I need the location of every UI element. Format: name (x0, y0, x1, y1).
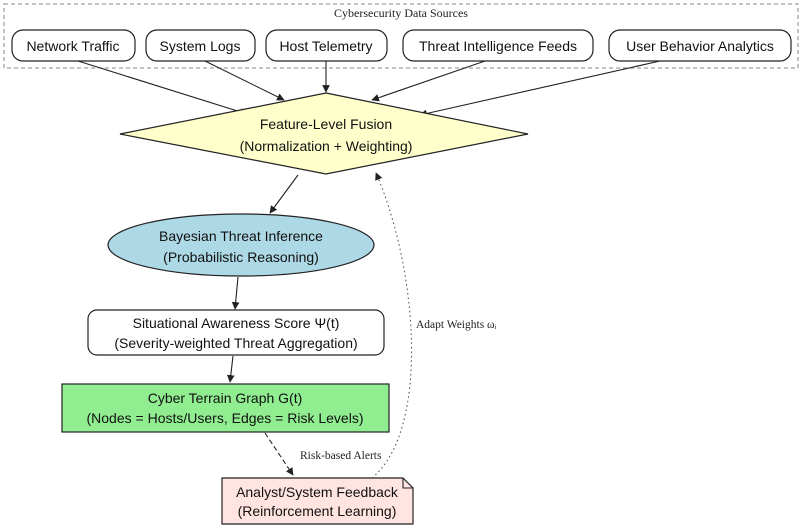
source-label: System Logs (160, 38, 241, 54)
edge-fusion-to-inference (269, 174, 299, 214)
source-node-host-telemetry: Host Telemetry (265, 29, 388, 62)
edge-intel-to-fusion (371, 60, 486, 102)
score-box (87, 309, 385, 356)
inference-title: Bayesian Threat Inference (159, 228, 323, 244)
graph-node: Cyber Terrain Graph G(t) (Nodes = Hosts/… (61, 383, 390, 433)
edge-score-to-graph (226, 355, 235, 383)
feedback-title: Analyst/System Feedback (236, 484, 399, 500)
source-node-system-logs: System Logs (145, 29, 256, 62)
adapt-edge-label: Adapt Weights ωᵢ (416, 319, 497, 331)
fusion-diamond (119, 92, 529, 175)
feedback-node: Analyst/System Feedback (Reinforcement L… (221, 477, 414, 525)
edge-logs-to-fusion (204, 60, 285, 101)
cluster-label: Cybersecurity Data Sources (334, 6, 468, 20)
source-node-threat-intelligence-feeds: Threat Intelligence Feeds (402, 29, 594, 62)
inference-subtitle: (Probabilistic Reasoning) (163, 249, 319, 265)
fusion-subtitle: (Normalization + Weighting) (240, 138, 413, 154)
source-label: Network Traffic (26, 38, 119, 54)
fusion-node: Feature-Level Fusion (Normalization + We… (119, 92, 529, 175)
edge-feedback-to-fusion (371, 172, 413, 479)
source-label: User Behavior Analytics (626, 38, 774, 54)
edge-inference-to-score (231, 276, 240, 310)
inference-ellipse (107, 213, 375, 277)
data-sources-cluster: Cybersecurity Data Sources (3, 3, 799, 69)
graph-box (61, 383, 390, 433)
edge-behavior-to-fusion (419, 60, 661, 118)
source-label: Threat Intelligence Feeds (419, 38, 577, 54)
score-node: Situational Awareness Score Ψ(t) (Severi… (87, 309, 385, 356)
score-subtitle: (Severity-weighted Threat Aggregation) (114, 335, 357, 351)
graph-subtitle: (Nodes = Hosts/Users, Edges = Risk Level… (87, 410, 364, 426)
score-title: Situational Awareness Score Ψ(t) (133, 315, 340, 331)
edge-network-to-fusion (77, 60, 248, 116)
source-node-network-traffic: Network Traffic (11, 29, 136, 62)
graph-title: Cyber Terrain Graph G(t) (148, 390, 303, 406)
alerts-edge-label: Risk-based Alerts (300, 450, 382, 462)
source-node-user-behavior-analytics: User Behavior Analytics (608, 29, 792, 62)
fusion-title: Feature-Level Fusion (260, 116, 392, 132)
feedback-subtitle: (Reinforcement Learning) (238, 503, 397, 519)
source-label: Host Telemetry (279, 38, 372, 54)
inference-node: Bayesian Threat Inference (Probabilistic… (107, 213, 375, 277)
edge-graph-to-feedback (264, 432, 294, 476)
source-edges (77, 60, 661, 118)
